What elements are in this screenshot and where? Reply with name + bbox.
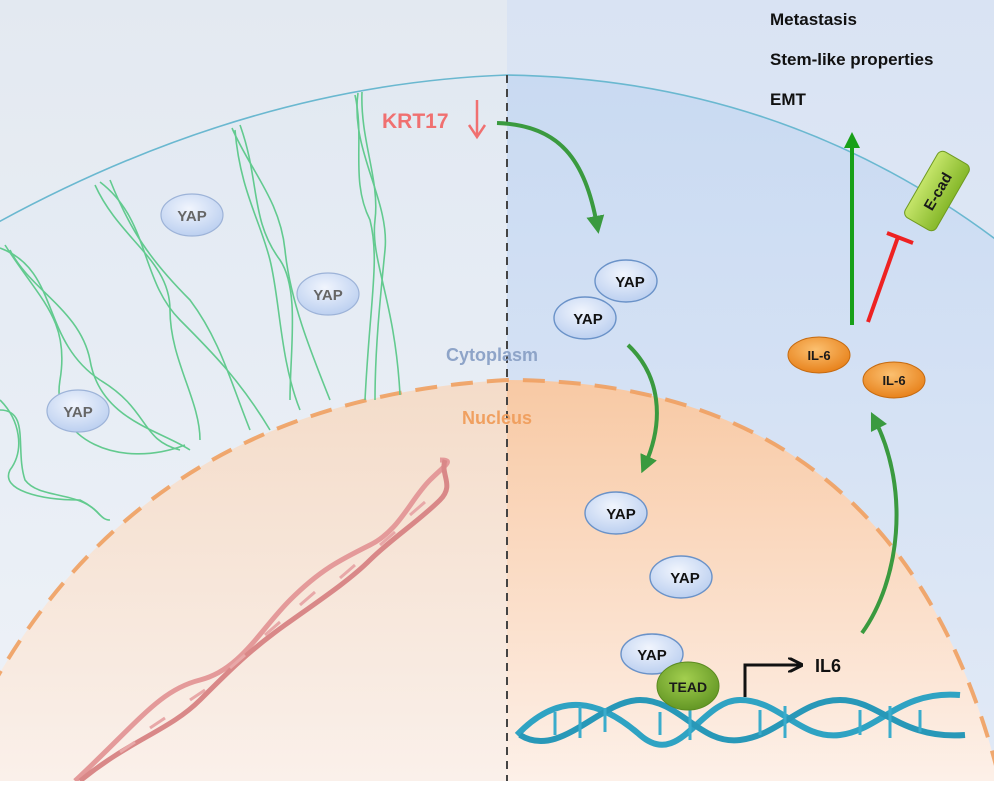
svg-text:YAP: YAP [63,404,92,421]
arrow-il6-gene-to-protein [860,411,899,635]
transcription-start-arrow [743,665,800,697]
dna-helix-left [73,457,450,783]
tead-protein: TEAD [656,661,720,711]
keratin-filaments [0,91,401,521]
yap-protein-left-1: YAP [160,193,224,237]
svg-text:YAP: YAP [606,506,635,523]
il6-protein-1: IL-6 [787,336,851,374]
nucleus-left [0,380,507,781]
down-arrow-icon [467,100,487,140]
nuclear-envelope [0,377,994,767]
svg-text:IL-6: IL-6 [807,348,830,363]
nucleus-label: Nucleus [462,408,532,428]
yap-protein-nucleus-2: YAP [649,555,713,599]
cell-membrane [0,74,994,240]
yap-protein-bound: YAP [620,633,684,675]
outcome-stem-like-properties: Stem-like properties [770,50,933,69]
il6-gene-label: IL6 [815,656,841,676]
il6-protein-2: IL-6 [862,361,926,399]
svg-text:YAP: YAP [177,208,206,225]
arrow-yap-to-nucleus [626,343,659,474]
svg-text:YAP: YAP [573,311,602,328]
cytoplasm-label: Cytoplasm [446,345,538,365]
outcome-emt: EMT [770,90,807,109]
yap-protein-cytoplasm-2: YAP [553,296,617,340]
outcome-metastasis: Metastasis [770,10,857,29]
yap-protein-left-2: YAP [296,272,360,316]
svg-text:TEAD: TEAD [669,679,707,695]
yap-protein-cytoplasm-1: YAP [594,259,658,303]
svg-text:YAP: YAP [670,570,699,587]
arrow-krt17-to-yap [496,121,605,234]
nucleus-right [507,380,994,781]
inhibition-il6-ecad [866,231,914,323]
svg-text:YAP: YAP [637,647,666,664]
yap-protein-nucleus-1: YAP [584,491,648,535]
krt17-label: KRT17 [382,110,449,133]
svg-text:YAP: YAP [313,287,342,304]
dna-helix-right [514,691,966,748]
svg-text:IL-6: IL-6 [882,373,905,388]
svg-text:YAP: YAP [615,274,644,291]
yap-protein-left-3: YAP [46,389,110,433]
